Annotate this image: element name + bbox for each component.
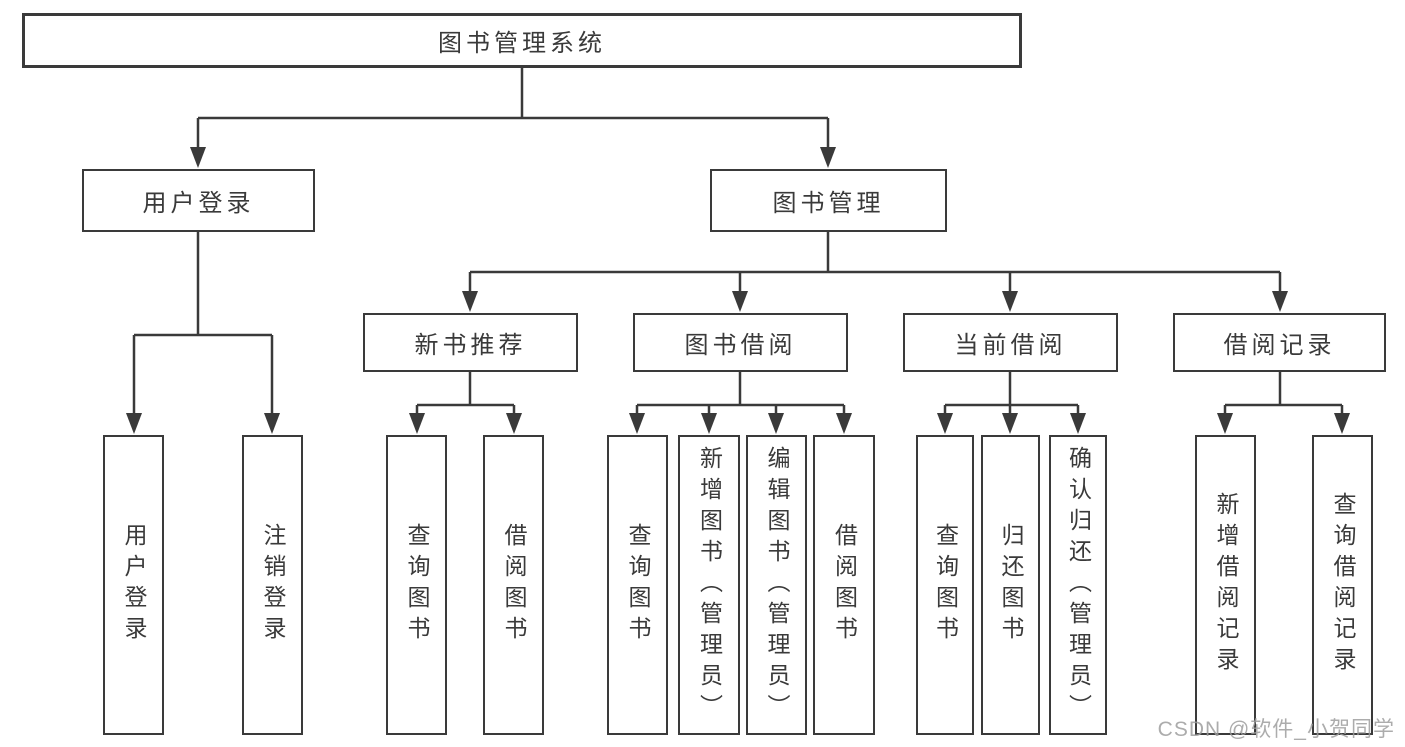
leaf-label: 查询图书	[625, 523, 651, 647]
leaf-label: 确认归还（管理员）	[1065, 445, 1092, 725]
leaf-add-books-admin: 新增图书（管理员）	[678, 435, 740, 735]
leaf-label: 借阅图书	[501, 523, 527, 647]
node-book-management: 图书管理	[710, 169, 947, 232]
leaf-logout-login: 注销登录	[242, 435, 303, 735]
node-label: 图书管理	[772, 190, 885, 217]
leaf-borrow-books-recommend: 借阅图书	[483, 435, 544, 735]
leaf-query-books-borrowing: 查询图书	[607, 435, 668, 735]
node-label: 借阅记录	[1223, 332, 1336, 359]
leaf-query-borrow-record: 查询借阅记录	[1312, 435, 1373, 735]
leaf-label: 编辑图书（管理员）	[764, 445, 790, 725]
leaf-confirm-return-admin: 确认归还（管理员）	[1049, 435, 1107, 735]
leaf-label: 查询图书	[932, 523, 959, 647]
leaf-label: 借阅图书	[831, 523, 858, 647]
leaf-edit-books-admin: 编辑图书（管理员）	[746, 435, 807, 735]
node-label: 新书推荐	[414, 332, 527, 359]
node-book-borrowing: 图书借阅	[633, 313, 848, 372]
tree-edges	[132, 68, 1344, 416]
node-label: 当前借阅	[954, 332, 1067, 359]
leaf-return-books: 归还图书	[981, 435, 1040, 735]
leaf-add-borrow-record: 新增借阅记录	[1195, 435, 1256, 735]
leaf-query-books-recommend: 查询图书	[386, 435, 447, 735]
arrowheads	[126, 147, 1350, 434]
node-label: 图书管理系统	[438, 30, 606, 57]
leaf-label: 新增借阅记录	[1213, 492, 1239, 678]
leaf-label: 查询图书	[404, 523, 430, 647]
node-label: 用户登录	[142, 190, 255, 217]
leaf-label: 注销登录	[260, 523, 286, 647]
node-borrowing-records: 借阅记录	[1173, 313, 1386, 372]
leaf-query-books-current: 查询图书	[916, 435, 974, 735]
csdn-watermark: CSDN @软件_小贺同学	[1157, 718, 1395, 741]
leaf-label: 新增图书（管理员）	[696, 445, 723, 725]
node-new-book-recommend: 新书推荐	[363, 313, 578, 372]
leaf-label: 归还图书	[998, 523, 1024, 647]
node-library-management-system: 图书管理系统	[22, 13, 1022, 68]
leaf-label: 查询借阅记录	[1330, 492, 1356, 678]
leaf-label: 用户登录	[121, 523, 147, 647]
leaf-user-login: 用户登录	[103, 435, 164, 735]
node-label: 图书借阅	[684, 332, 797, 359]
leaf-borrow-books-borrowing: 借阅图书	[813, 435, 875, 735]
node-user-login: 用户登录	[82, 169, 315, 232]
node-current-borrowing: 当前借阅	[903, 313, 1118, 372]
